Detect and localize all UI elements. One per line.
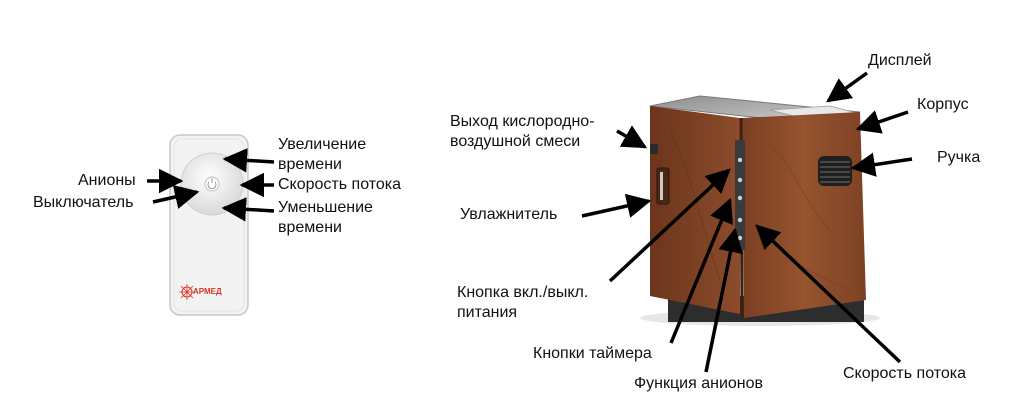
label-flow-speed-remote: Скорость потока [278,175,401,195]
label-flow-speed: Скорость потока [843,364,966,384]
device-body [742,112,866,318]
handle-grille [818,156,852,186]
remote-logo-text: АРМЕД [193,287,222,296]
label-humidifier: Увлажнитель [460,205,557,225]
label-anion-function: Функция анионов [634,374,763,394]
power-button [738,158,742,162]
arrow-display [828,73,867,101]
outlet-nozzle [650,144,658,154]
label-decrease-time-2: времени [278,218,342,238]
label-switch: Выключатель [33,193,133,213]
label-outlet-2: воздушной смеси [450,132,580,152]
label-increase-time-2: времени [278,155,342,175]
label-decrease-time-1: Уменьшение [278,198,373,218]
label-anions: Анионы [78,171,136,191]
label-timer-buttons: Кнопки таймера [533,344,652,364]
anion-button [738,196,742,200]
timer-button [738,178,742,182]
control-strip [735,140,745,250]
arrow-handle [853,159,912,168]
label-handle: Ручка [937,148,980,168]
concentrator [640,96,880,326]
flow-speed-button [738,218,742,222]
label-body: Корпус [917,95,969,115]
label-power-button-2: питания [457,303,517,323]
label-power-button-1: Кнопка вкл./выкл. [457,283,588,303]
arrow-humidifier [582,201,649,216]
label-increase-time-1: Увеличение [278,135,366,155]
label-outlet-1: Выход кислородно- [450,112,595,132]
arrow-body [858,112,908,129]
arrow-outlet [617,131,645,147]
label-display: Дисплей [868,51,932,71]
